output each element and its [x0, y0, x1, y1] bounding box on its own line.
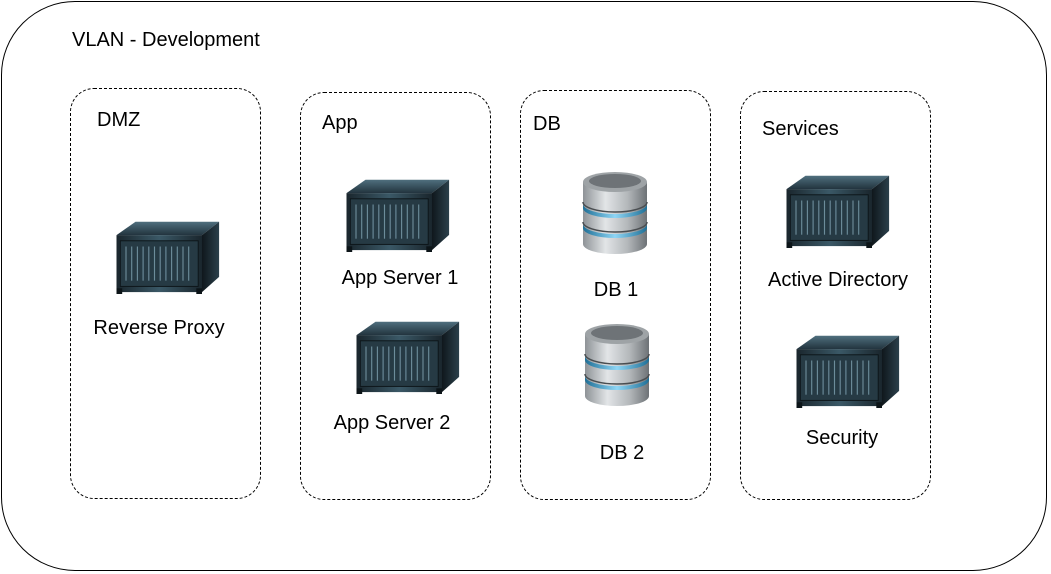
node-db-1-label: DB 1	[593, 279, 639, 301]
node-security-label: Security	[805, 427, 879, 449]
server-icon	[782, 332, 906, 408]
vlan-title: VLAN - Development	[72, 29, 260, 51]
node-active-directory-label: Active Directory	[767, 269, 909, 291]
zone-db	[520, 90, 711, 500]
node-reverse-proxy-label: Reverse Proxy	[93, 317, 225, 339]
zone-app-title: App	[322, 112, 358, 134]
server-icon	[772, 172, 896, 248]
node-db-2-label: DB 2	[599, 442, 645, 464]
zone-services-title: Services	[762, 118, 839, 140]
server-icon	[342, 318, 466, 394]
server-icon	[102, 218, 226, 294]
zone-dmz-title: DMZ	[97, 109, 141, 131]
node-app-server-1-label: App Server 1	[341, 267, 459, 289]
zone-dmz	[70, 88, 261, 499]
node-app-server-2-label: App Server 2	[333, 412, 451, 434]
zone-app	[300, 92, 491, 500]
zone-services	[740, 91, 931, 500]
server-icon	[332, 176, 456, 252]
database-icon	[577, 320, 657, 410]
database-icon	[575, 168, 655, 258]
zone-db-title: DB	[533, 113, 561, 135]
